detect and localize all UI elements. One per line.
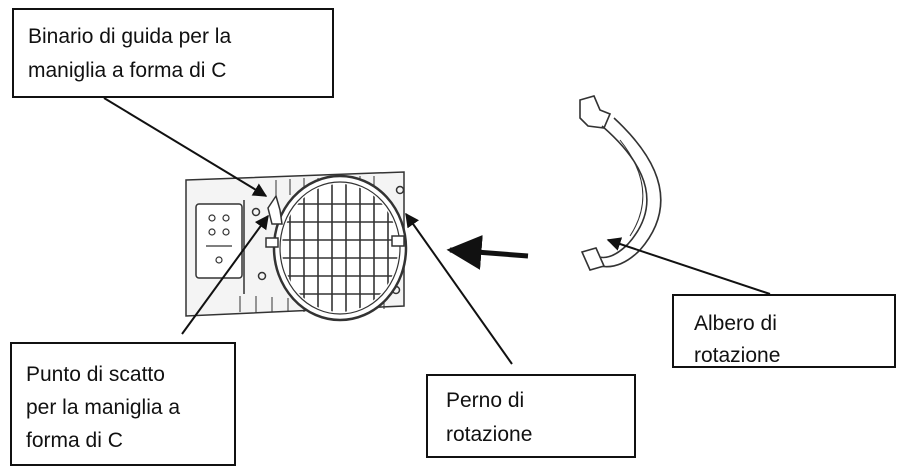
callout-rotation-shaft: Albero di rotazione [672, 294, 896, 368]
circular-guide-rail [265, 174, 408, 322]
leader-snap-point [181, 214, 269, 335]
leader-guide-rail [103, 97, 268, 197]
callout-pivot-pin: Perno di rotazione [426, 374, 636, 458]
callout-guide-rail: Binario di guida per la maniglia a forma… [12, 8, 334, 98]
control-symbols [206, 214, 232, 264]
leader-pivot-pin [405, 212, 513, 365]
filter-grid [282, 184, 398, 312]
c-shaped-handle [579, 95, 662, 271]
insertion-arrow [446, 234, 529, 270]
callout-snap-point: Punto di scatto per la maniglia a forma … [10, 342, 236, 466]
leader-rotation-shaft [606, 237, 771, 295]
